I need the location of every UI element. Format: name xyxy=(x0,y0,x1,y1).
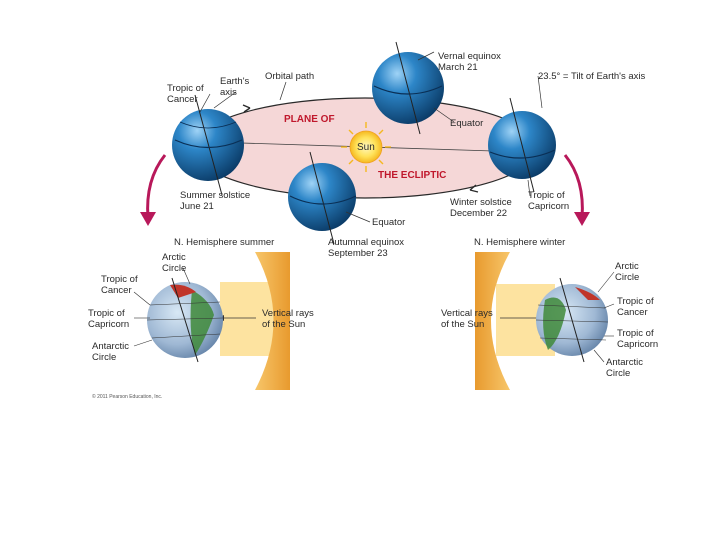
right-capricorn-label: Tropic of Capricorn xyxy=(617,328,659,350)
left-cancer-label: Tropic of Cancer xyxy=(101,274,138,296)
right-panel xyxy=(475,252,615,390)
label-sun: Sun xyxy=(357,142,375,153)
orbit-diagram xyxy=(140,41,590,245)
globe-summer xyxy=(172,94,244,196)
copyright: © 2011 Pearson Education, Inc. xyxy=(92,394,163,400)
curved-arrow-right-head xyxy=(574,212,590,226)
earth-winter xyxy=(535,277,609,363)
rays-band-left xyxy=(220,282,282,356)
globe-winter xyxy=(488,97,556,193)
sun xyxy=(341,122,391,172)
label-plane-of: PLANE OF xyxy=(284,114,335,125)
label-tilt: 23.5° = Tilt of Earth's axis xyxy=(538,71,646,82)
label-equator-bottom: Equator xyxy=(372,217,406,228)
orbit-arrow xyxy=(469,184,479,193)
half-sun-left xyxy=(255,252,290,390)
left-panel-title: N. Hemisphere summer xyxy=(174,237,275,248)
right-rays-label: Vertical rays of the Sun xyxy=(441,308,493,330)
curved-arrow-left xyxy=(146,154,167,219)
left-leaders xyxy=(133,267,191,347)
curved-arrow-left-head xyxy=(140,212,156,226)
earth-summer xyxy=(146,277,224,363)
label-vernal-equinox: Vernal equinox March 21 xyxy=(438,51,501,73)
label-tropic-cancer-top: Tropic of Cancer xyxy=(167,83,204,105)
left-arctic-label: Arctic Circle xyxy=(162,252,187,274)
half-sun-right xyxy=(475,252,510,390)
orbit-arrow xyxy=(242,104,251,113)
curved-arrow-right xyxy=(563,154,584,219)
right-antarctic-label: Antarctic Circle xyxy=(606,357,643,379)
right-cancer-label: Tropic of Cancer xyxy=(617,296,654,318)
label-summer-solstice: Summer solstice June 21 xyxy=(180,190,251,212)
right-arctic-label: Arctic Circle xyxy=(615,261,640,283)
leader-lines xyxy=(199,51,543,223)
label-the-ecliptic: THE ECLIPTIC xyxy=(378,170,447,181)
label-orbital-path: Orbital path xyxy=(265,71,315,82)
globe-vernal xyxy=(372,41,444,135)
label-tropic-capricorn-top: Tropic of Capricorn xyxy=(528,190,570,212)
right-panel-title: N. Hemisphere winter xyxy=(474,237,566,248)
label-equator-right: Equator xyxy=(450,118,484,129)
globe-autumnal xyxy=(288,151,357,245)
left-panel xyxy=(133,252,290,390)
left-rays-label: Vertical rays of the Sun xyxy=(262,308,314,330)
right-leaders xyxy=(593,271,615,363)
label-winter-solstice: Winter solstice December 22 xyxy=(450,197,512,219)
left-antarctic-label: Antarctic Circle xyxy=(92,341,129,363)
label-autumnal-equinox: Autumnal equinox September 23 xyxy=(328,237,405,259)
label-earths-axis: Earth's axis xyxy=(220,76,250,98)
left-capricorn-label: Tropic of Capricorn xyxy=(88,308,130,330)
